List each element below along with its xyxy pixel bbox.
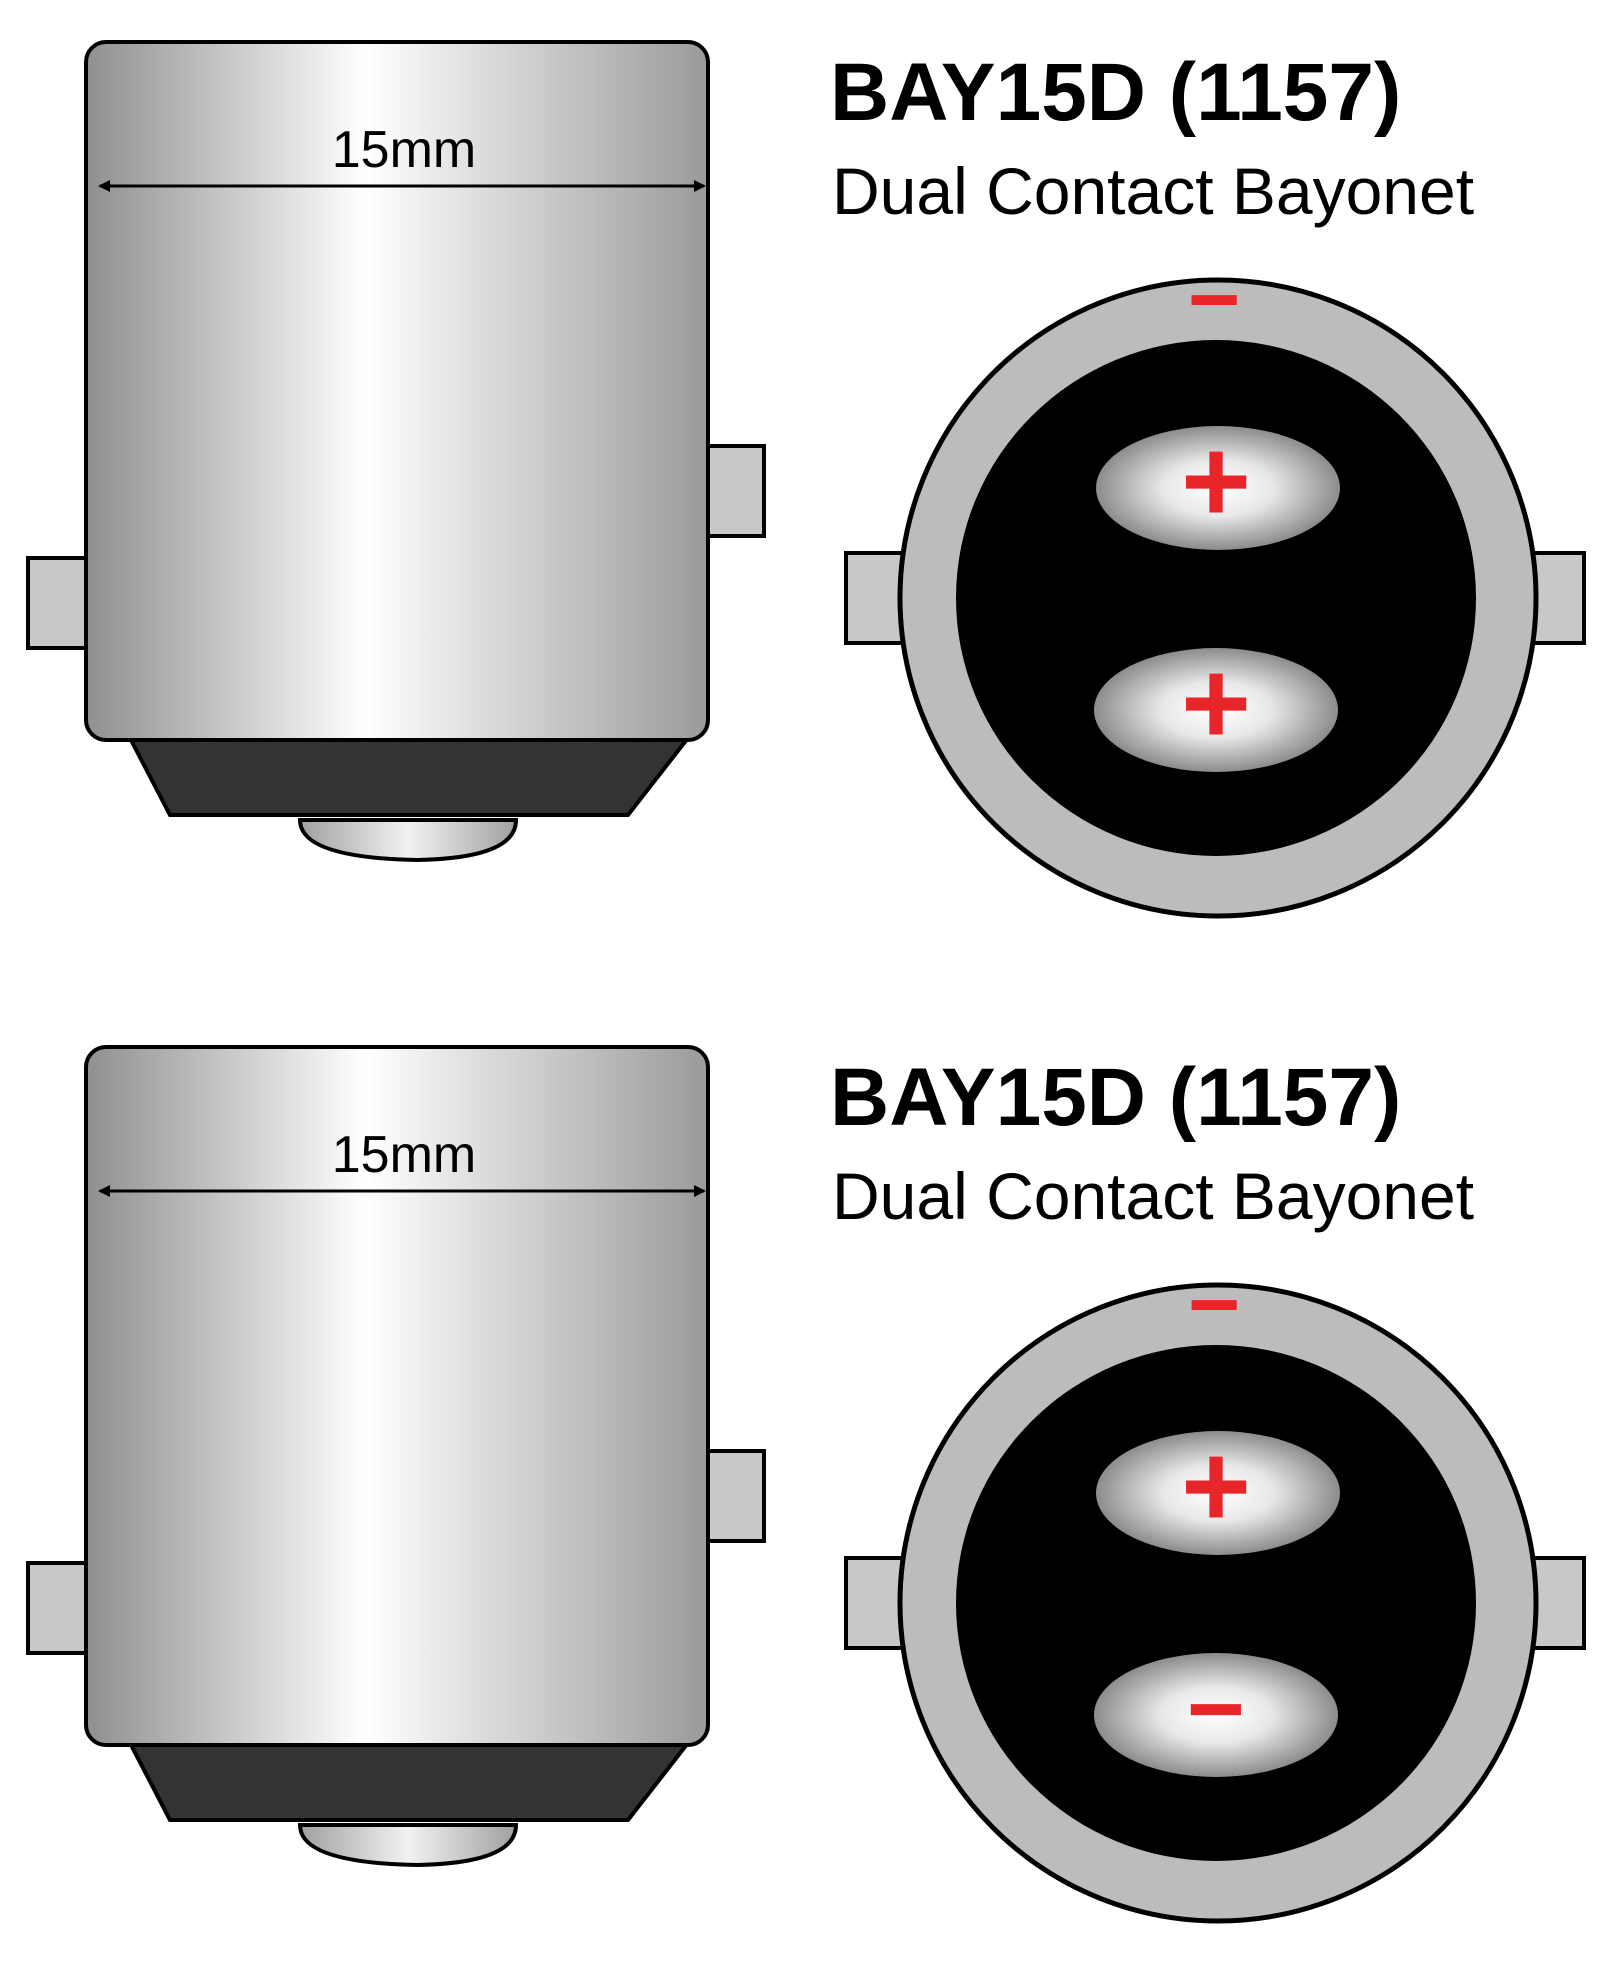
- lower-contact-polarity-sign: −: [1187, 1653, 1245, 1765]
- lower-contact: [1094, 648, 1338, 772]
- end-left-lug: [844, 1556, 908, 1650]
- upper-contact: [1096, 1431, 1340, 1555]
- bulb-diagram-2: − + −: [26, 1045, 1586, 1924]
- side-metal-shell: [84, 1045, 710, 1747]
- bulb-panel-2: − + − 15mm BAY15D (1157) Dual Contact Ba…: [0, 1005, 1611, 1980]
- side-base-insulator: [126, 736, 693, 817]
- dimension-label: 15mm: [331, 121, 477, 179]
- bulb-panel-1: − + + 15mm BAY15D (1157) Dual Contact Ba…: [0, 0, 1611, 975]
- socket-title: BAY15D (1157): [830, 47, 1402, 138]
- dimension-label: 15mm: [331, 1126, 477, 1184]
- end-left-lug: [844, 551, 908, 645]
- socket-subtitle: Dual Contact Bayonet: [832, 154, 1475, 228]
- side-base-tip: [297, 1823, 519, 1868]
- socket-subtitle: Dual Contact Bayonet: [832, 1159, 1475, 1233]
- side-base-tip: [297, 818, 519, 863]
- upper-contact-polarity-sign: +: [1181, 1419, 1251, 1553]
- end-insulator-face: [956, 1345, 1476, 1861]
- shell-polarity-sign: −: [1188, 1255, 1241, 1355]
- upper-contact-polarity-sign: +: [1181, 414, 1251, 548]
- side-left-pin: [26, 1561, 90, 1655]
- side-right-pin: [698, 1449, 766, 1543]
- bulb-diagram-1: − + +: [26, 40, 1586, 919]
- side-left-pin: [26, 556, 90, 650]
- lower-contact: [1094, 1653, 1338, 1777]
- lower-contact-polarity-sign: +: [1181, 636, 1251, 770]
- upper-contact: [1096, 426, 1340, 550]
- side-metal-shell: [84, 40, 710, 742]
- socket-title: BAY15D (1157): [830, 1052, 1402, 1143]
- side-base-insulator: [126, 1741, 693, 1822]
- end-insulator-face: [956, 340, 1476, 856]
- shell-polarity-sign: −: [1188, 250, 1241, 350]
